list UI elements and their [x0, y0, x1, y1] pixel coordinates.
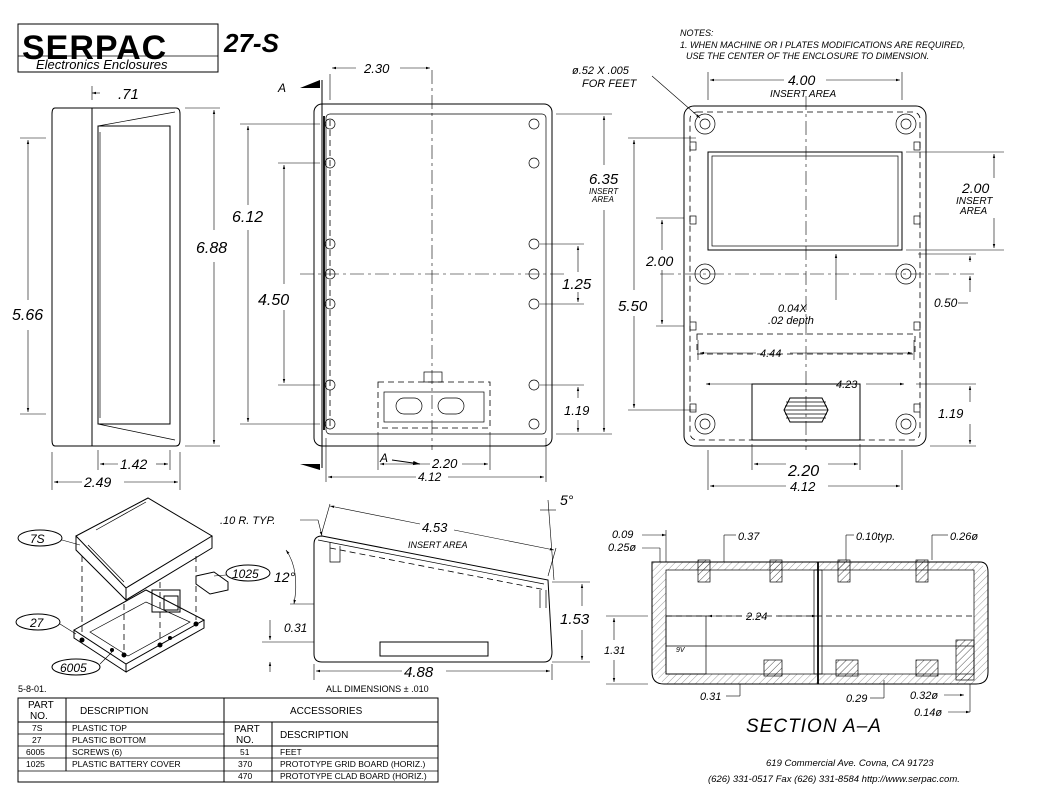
dim-412-b: 4.12: [790, 479, 816, 494]
dim-131: 1.31: [604, 645, 625, 657]
parts-row-3-desc: SCREWS (6): [72, 747, 122, 757]
callout-6005: 6005: [60, 661, 87, 675]
tolerance-note: ALL DIMENSIONS ± .010: [326, 684, 429, 694]
parts-row-1-part: 7S: [32, 723, 43, 733]
dim-5deg: 5°: [560, 492, 574, 508]
parts-header-part: PART: [28, 700, 54, 711]
feet-note-2: FOR FEET: [582, 78, 638, 90]
section-mark-a-top: A: [277, 81, 286, 95]
callout-27: 27: [29, 616, 45, 630]
acc-row-1-desc: FEET: [280, 747, 302, 757]
depth-note-1: 0.04X: [778, 303, 807, 315]
parts-row-1-desc: PLASTIC TOP: [72, 723, 127, 733]
accessories-title: ACCESSORIES: [290, 706, 363, 717]
accessories-header-description: DESCRIPTION: [280, 730, 348, 741]
dim-453: 4.53: [422, 520, 448, 535]
parts-row-2-part: 27: [32, 735, 42, 745]
parts-row-3-part: 6005: [26, 747, 45, 757]
notes-heading: NOTES:: [680, 28, 714, 38]
dim-026: 0.26ø: [950, 531, 978, 543]
dim-488: 4.88: [404, 664, 434, 681]
dim-200-insert: INSERT: [956, 196, 993, 207]
dim-635-area: AREA: [591, 195, 614, 204]
dim-450: 4.50: [258, 292, 289, 309]
dim-12deg: 12°: [274, 569, 296, 585]
dim-612: 6.12: [232, 209, 263, 226]
acc-row-3-part: 470: [238, 771, 252, 781]
dim-119-b: 1.19: [938, 406, 963, 421]
parts-header-no: NO.: [30, 711, 48, 722]
dim-125: 1.25: [562, 276, 592, 293]
dim-220-a: 2.20: [431, 456, 458, 471]
dim-249: 2.49: [83, 474, 111, 490]
bottom-view: ø.52 X .005 FOR FEET 4.00 INSERT AREA 2.…: [572, 65, 1004, 494]
accessories-header-no: NO.: [236, 735, 254, 746]
footer-contact: (626) 331-0517 Fax (626) 331-8584 http:/…: [708, 774, 960, 785]
dim-119-a: 1.19: [564, 403, 589, 418]
dim-025: 0.25ø: [608, 542, 636, 554]
dim-153: 1.53: [560, 611, 590, 628]
dim-423: 4.23: [836, 379, 858, 391]
dim-566: 5.66: [12, 307, 43, 324]
acc-row-2-part: 370: [238, 759, 252, 769]
dim-688: 6.88: [196, 240, 227, 257]
dim-014: 0.14ø: [914, 707, 942, 719]
parts-header-description: DESCRIPTION: [80, 706, 148, 717]
logo: SERPAC Electronics Enclosures: [17, 23, 219, 73]
callout-1025: 1025: [232, 567, 259, 581]
dim-635-insert: INSERT: [589, 187, 619, 196]
dim-050: 0.50: [934, 296, 958, 310]
side-view: .71 6.88 5.66 1.42 2.49: [12, 86, 227, 490]
dim-200-a: 2.00: [961, 180, 989, 196]
model-number: 27-S: [223, 28, 280, 58]
acc-row-3-desc: PROTOTYPE CLAD BOARD (HORIZ.): [280, 771, 427, 781]
acc-row-1-part: 51: [240, 747, 250, 757]
parts-row-2-desc: PLASTIC BOTTOM: [72, 735, 146, 745]
dim-031-b: 0.31: [700, 691, 721, 703]
footer-address: 619 Commercial Ave. Covna, CA 91723: [766, 758, 934, 769]
parts-row-4-part: 1025: [26, 759, 45, 769]
brand-name: SERPAC: [22, 29, 167, 67]
feet-note-1: ø.52 X .005: [572, 65, 630, 77]
dim-550: 5.50: [618, 298, 648, 315]
dim-071: .71: [118, 86, 139, 103]
dim-230: 2.30: [363, 61, 390, 76]
acc-row-2-desc: PROTOTYPE GRID BOARD (HORIZ.): [280, 759, 425, 769]
notes-line-2: USE THE CENTER OF THE ENCLOSURE TO DIMEN…: [686, 51, 929, 61]
dim-224: 2.24: [745, 611, 767, 623]
dim-400: 4.00: [788, 72, 815, 88]
drawing-date: 5-8-01.: [18, 684, 47, 694]
dim-200-b: 2.00: [645, 253, 673, 269]
exploded-view: 7S 1025 27 6005: [15, 497, 271, 676]
dim-453-insert-area: INSERT AREA: [408, 540, 468, 550]
dim-200-area: AREA: [959, 206, 988, 217]
parts-table: PART NO. DESCRIPTION 7S PLASTIC TOP 27 P…: [17, 697, 439, 783]
dim-031-a: 0.31: [284, 621, 307, 635]
dim-444: 4.44: [760, 348, 781, 360]
battery-label: 9V: [676, 647, 686, 654]
dim-010typ: 0.10typ.: [856, 531, 895, 543]
dim-radius-typ: .10 R. TYP.: [220, 515, 275, 527]
dim-037: 0.37: [738, 531, 760, 543]
callout-7s: 7S: [30, 532, 45, 546]
section-title: SECTION A–A: [746, 716, 882, 737]
accessories-header-part: PART: [234, 724, 260, 735]
section-mark-a-bottom: A: [379, 451, 388, 465]
parts-row-4-desc: PLASTIC BATTERY COVER: [72, 759, 181, 769]
dim-220-b: 2.20: [787, 463, 819, 480]
dim-635: 6.35: [589, 171, 619, 188]
dim-029: 0.29: [846, 693, 867, 705]
dim-400-insert-area: INSERT AREA: [770, 89, 836, 100]
depth-note-2: .02 depth: [768, 315, 814, 327]
section-view: 9V 0.09 0.25ø 0.37 0.10typ. 0.26ø 2.24 1…: [604, 529, 989, 737]
brand-subtitle: Electronics Enclosures: [36, 57, 168, 72]
dim-142: 1.42: [120, 456, 147, 472]
dim-032: 0.32ø: [910, 690, 938, 702]
front-elevation: .10 R. TYP. 4.53 INSERT AREA 5° 12° 0.31…: [220, 492, 590, 681]
notes-line-1: 1. WHEN MACHINE OR I PLATES MODIFICATION…: [680, 40, 965, 50]
dim-009: 0.09: [612, 529, 633, 541]
back-view: A A 2.30 6.12: [232, 61, 619, 484]
dim-412-a: 4.12: [418, 470, 442, 484]
